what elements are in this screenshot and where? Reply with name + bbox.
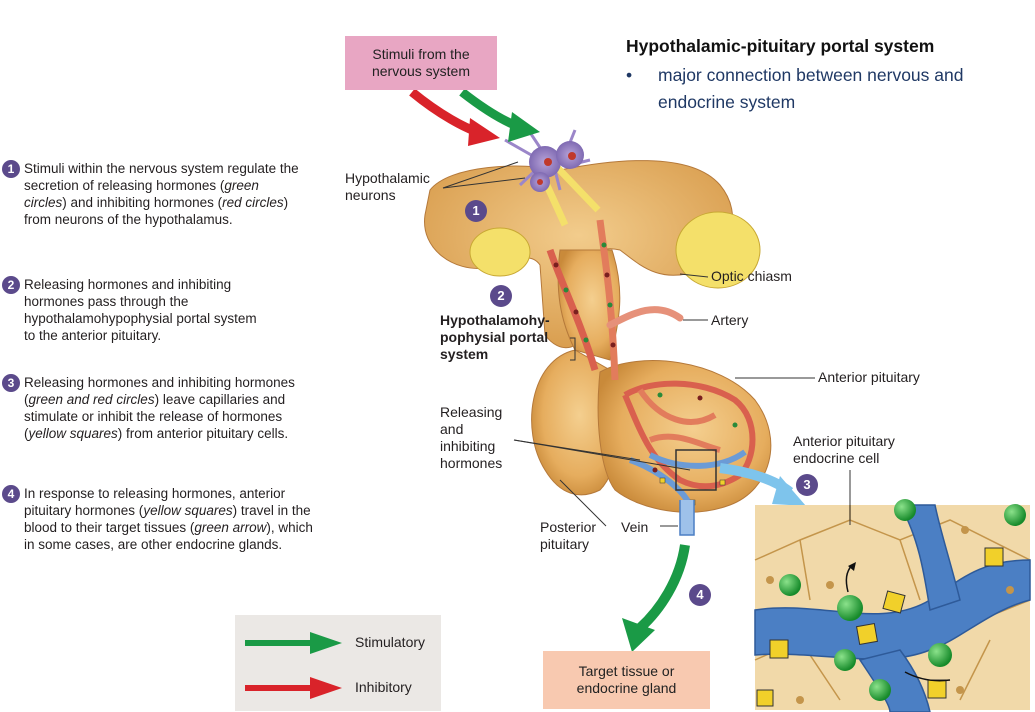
optic-chiasm-shape [675, 211, 761, 289]
label-anterior-pituitary: Anterior pituitary [818, 369, 920, 385]
step-1-number: 1 [2, 160, 20, 178]
portal-vessel [546, 248, 599, 372]
page-title: Hypothalamic-pituitary portal system [626, 36, 935, 56]
label-ap-endocrine-cell: Anterior pituitary endocrine cell [793, 433, 895, 466]
label-posterior-pituitary: Posterior pituitary [540, 519, 597, 552]
badge-4: 4 [689, 584, 711, 606]
label-portal-system: Hypothalamohy- pophysial portal system [440, 312, 550, 362]
bullet-icon: • [626, 65, 633, 85]
bullet-text: major connection between nervous and end… [658, 65, 964, 112]
label-hypothalamic-neurons: Hypothalamic neurons [345, 170, 430, 203]
step-4-text: In response to releasing hormones, anter… [24, 486, 313, 552]
step-2: 2 Releasing hormones and inhibiting horm… [2, 276, 264, 344]
step-2-text: Releasing hormones and inhibiting hormon… [24, 277, 257, 343]
hypothalamic-neurons-shape [504, 124, 591, 192]
stimuli-box: Stimuli from the nervous system [345, 36, 497, 90]
target-box: Target tissue or endocrine gland [543, 651, 710, 709]
step-3: 3 Releasing hormones and inhibiting horm… [2, 374, 302, 442]
step-3-text: Releasing hormones and inhibiting hormon… [24, 375, 295, 441]
title-bullet: • major connection between nervous and e… [626, 62, 1035, 116]
stimuli-box-label: Stimuli from the nervous system [371, 46, 471, 79]
badge-3: 3 [796, 474, 818, 496]
step-1: 1 Stimuli within the nervous system regu… [2, 160, 302, 228]
legend-inhibitory-label: Inhibitory [355, 679, 412, 695]
label-releasing-hormones: Releasing and inhibiting hormones [440, 404, 503, 471]
step-4: 4 In response to releasing hormones, ant… [2, 485, 324, 553]
capillary-bed [622, 380, 756, 522]
zoom-panel [754, 499, 1031, 712]
badge-1: 1 [465, 200, 487, 222]
target-box-label: Target tissue or endocrine gland [576, 663, 677, 696]
label-optic-chiasm: Optic chiasm [711, 268, 792, 284]
badge-2: 2 [490, 285, 512, 307]
hormone-dots [553, 242, 738, 506]
label-artery: Artery [711, 312, 749, 328]
label-vein: Vein [621, 519, 649, 535]
step-3-number: 3 [2, 374, 20, 392]
step-1-text: Stimuli within the nervous system regula… [24, 161, 299, 227]
vein-shape [679, 500, 695, 536]
artery-shape [606, 306, 684, 329]
legend-stimulatory-label: Stimulatory [355, 634, 426, 650]
step-2-number: 2 [2, 276, 20, 294]
target-arrow [636, 544, 690, 632]
step-4-number: 4 [2, 485, 20, 503]
